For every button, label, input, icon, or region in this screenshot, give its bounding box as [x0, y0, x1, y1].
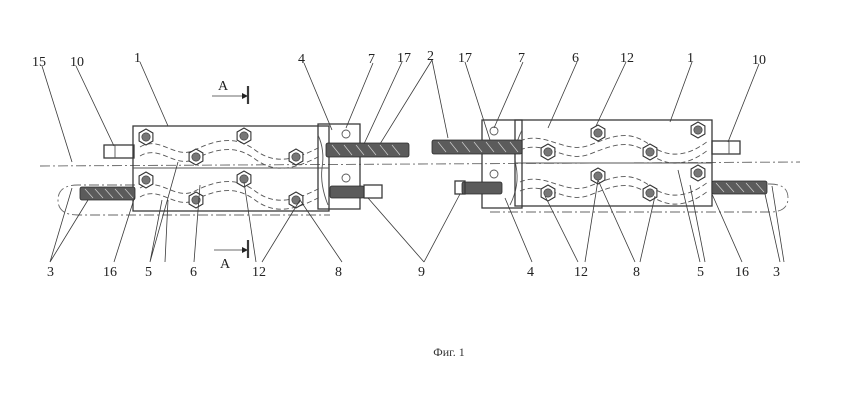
- bolt-nut: [540, 184, 556, 202]
- left-insert-curve: [317, 134, 329, 206]
- part-number-label: 4: [527, 265, 534, 280]
- bolt-nut: [188, 191, 204, 209]
- stub-left-9: [363, 184, 383, 199]
- left-clamp: [132, 123, 361, 212]
- cables: [79, 139, 768, 201]
- figure-caption: Фиг. 1: [433, 345, 464, 359]
- cable-left-middle-2: [325, 142, 410, 158]
- left-channel-upper-b: [139, 149, 321, 169]
- part-number-label: 16: [735, 265, 749, 280]
- part-number-label: 16: [103, 265, 117, 280]
- part-number-label: 6: [572, 51, 579, 66]
- part-number-label: 10: [70, 55, 84, 70]
- bolt-nut: [288, 191, 304, 209]
- sleeve-right-10: [711, 140, 741, 155]
- left-channel-lower-b: [139, 190, 321, 210]
- part-number-label: 7: [368, 52, 375, 67]
- right-pin-upper: [489, 126, 499, 136]
- part-number-label: 17: [458, 51, 472, 66]
- sleeve-left-10: [103, 144, 135, 159]
- bolt-nut: [236, 127, 252, 145]
- bolt-nut: [138, 128, 154, 146]
- part-labels: 15 10 1 4 7 17 2 17 7 6 12 1 10 3 16 5 6 12 8 9 4 12 8 5 16 3: [32, 49, 780, 280]
- left-plate-1: [132, 125, 330, 212]
- left-pin-upper: [341, 129, 351, 139]
- part-number-label: 8: [633, 265, 640, 280]
- leader-lines: [41, 59, 785, 263]
- part-number-label: 15: [32, 55, 46, 70]
- loop-outline-left: [57, 184, 330, 216]
- left-channel-upper-a: [139, 140, 321, 160]
- cable-left-stub: [329, 185, 365, 199]
- part-number-label: 9: [418, 265, 425, 280]
- bolt-nut: [188, 148, 204, 166]
- bolt-nut: [642, 143, 658, 161]
- part-number-label: 1: [687, 51, 694, 66]
- right-channel-lower-a: [519, 176, 709, 196]
- bolt-nut: [138, 171, 154, 189]
- part-number-label: 10: [752, 53, 766, 68]
- part-number-label: 12: [574, 265, 588, 280]
- bolt-nut: [590, 167, 606, 185]
- part-number-label: 2: [427, 49, 434, 64]
- part-number-label: 8: [335, 265, 342, 280]
- part-number-label: 7: [518, 51, 525, 66]
- cable-left-lower-3: [79, 186, 136, 201]
- bolt-nut: [288, 148, 304, 166]
- section-label-top: A: [218, 79, 229, 94]
- section-label-bottom: A: [220, 257, 231, 272]
- bolt-nut: [690, 121, 706, 139]
- part-number-label: 3: [773, 265, 780, 280]
- left-pin-lower: [341, 173, 351, 183]
- part-number-label: 4: [298, 52, 305, 67]
- right-insert-4: [481, 119, 523, 209]
- cable-strands: [84, 141, 765, 199]
- left-insert-4: [317, 123, 361, 210]
- right-channel-upper-a: [519, 135, 709, 155]
- part-number-label: 6: [190, 265, 197, 280]
- bolt-nut: [540, 143, 556, 161]
- part-number-label: 17: [397, 51, 411, 66]
- bolt-nut: [236, 170, 252, 188]
- right-pin-lower: [489, 169, 499, 179]
- bolt-nut: [642, 184, 658, 202]
- part-number-label: 5: [697, 265, 704, 280]
- left-channel-lower-a: [139, 181, 321, 201]
- part-number-label: 1: [134, 51, 141, 66]
- part-number-label: 12: [252, 265, 266, 280]
- part-number-label: 3: [47, 265, 54, 280]
- loop-outline-right: [490, 183, 789, 213]
- cable-right-stub: [461, 181, 503, 195]
- bolt-nut: [690, 164, 706, 182]
- part-number-label: 5: [145, 265, 152, 280]
- section-mark-bottom: A: [214, 240, 250, 272]
- bolt-nut: [590, 124, 606, 142]
- section-mark-top: A: [212, 79, 250, 104]
- part-number-label: 12: [620, 51, 634, 66]
- bolts: [138, 121, 706, 209]
